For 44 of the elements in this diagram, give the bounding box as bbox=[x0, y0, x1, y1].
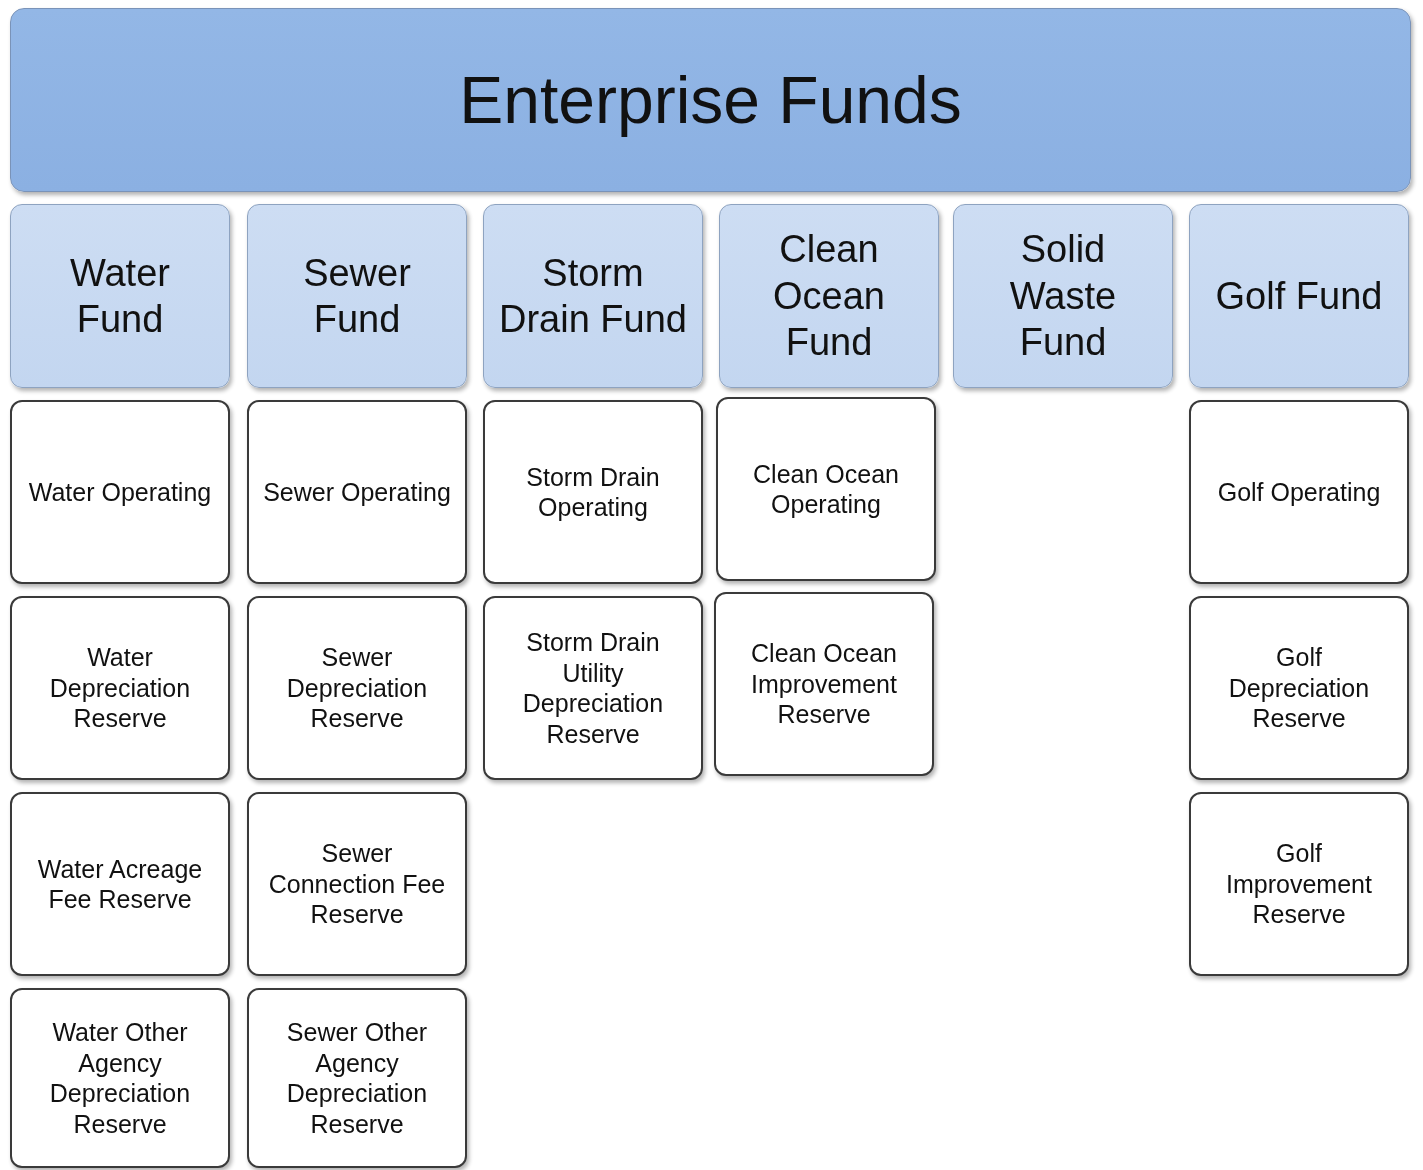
fund-label: Golf Fund bbox=[1215, 273, 1383, 319]
account-label: Water Acreage Fee Reserve bbox=[36, 853, 204, 915]
account-label: Storm Drain Utility Depreciation Reserve bbox=[521, 627, 665, 749]
fund-box bbox=[719, 204, 939, 388]
account-box bbox=[1189, 596, 1409, 780]
account-box bbox=[10, 792, 230, 976]
account-box bbox=[10, 988, 230, 1168]
fund-label: Storm Drain Fund bbox=[498, 250, 688, 342]
account-label: Golf Operating bbox=[1217, 476, 1381, 508]
title-text: Enterprise Funds bbox=[459, 61, 962, 139]
fund-label: Water Fund bbox=[69, 250, 171, 342]
fund-label: Solid Waste Fund bbox=[1008, 227, 1118, 366]
account-label: Storm Drain Operating bbox=[525, 461, 661, 523]
account-label: Water Operating bbox=[28, 476, 212, 508]
title-banner bbox=[10, 8, 1411, 192]
fund-label: Sewer Fund bbox=[302, 250, 412, 342]
account-label: Sewer Depreciation Reserve bbox=[285, 642, 429, 734]
account-box bbox=[714, 592, 934, 776]
account-box bbox=[1189, 792, 1409, 976]
account-box bbox=[716, 397, 936, 581]
account-label: Clean Ocean Operating bbox=[752, 458, 900, 520]
account-label: Golf Depreciation Reserve bbox=[1227, 642, 1371, 734]
account-box bbox=[247, 400, 467, 584]
account-box bbox=[247, 596, 467, 780]
account-label: Water Other Agency Depreciation Reserve bbox=[48, 1017, 192, 1139]
account-label: Sewer Operating bbox=[263, 476, 451, 508]
account-box bbox=[10, 400, 230, 584]
account-box bbox=[247, 792, 467, 976]
account-box bbox=[483, 596, 703, 780]
fund-box bbox=[483, 204, 703, 388]
account-label: Sewer Connection Fee Reserve bbox=[267, 838, 447, 930]
account-label: Sewer Other Agency Depreciation Reserve bbox=[285, 1017, 429, 1139]
account-box bbox=[247, 988, 467, 1168]
fund-label: Clean Ocean Fund bbox=[772, 227, 886, 366]
fund-box bbox=[10, 204, 230, 388]
account-box bbox=[1189, 400, 1409, 584]
fund-box bbox=[247, 204, 467, 388]
account-label: Golf Improvement Reserve bbox=[1225, 838, 1373, 930]
account-label: Clean Ocean Improvement Reserve bbox=[750, 638, 898, 730]
account-box bbox=[483, 400, 703, 584]
fund-box bbox=[1189, 204, 1409, 388]
account-box bbox=[10, 596, 230, 780]
fund-box bbox=[953, 204, 1173, 388]
account-label: Water Depreciation Reserve bbox=[48, 642, 192, 734]
